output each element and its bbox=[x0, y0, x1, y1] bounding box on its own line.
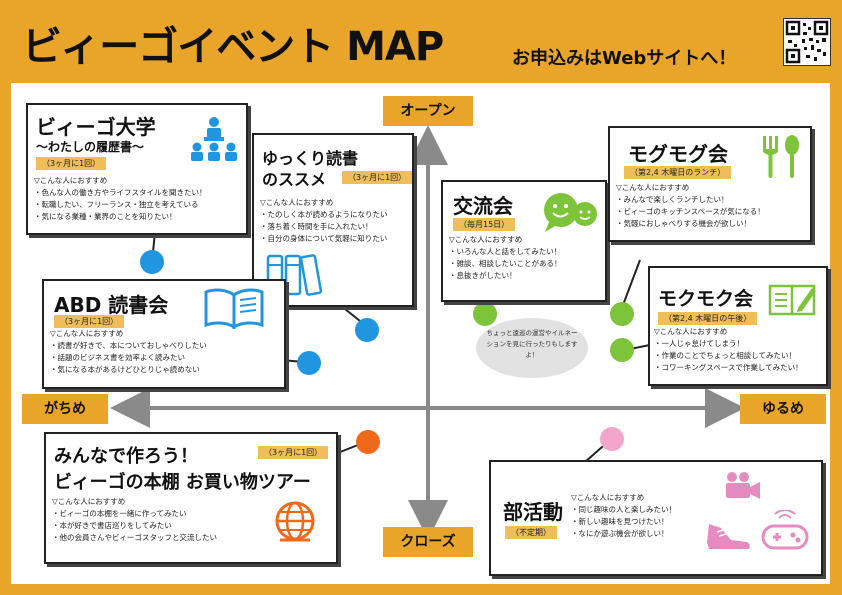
recommend-list: ▽こんな人におすすめ ・同じ趣味の人と楽しみたい！ ・新しい趣味を見つけたい！ … bbox=[571, 492, 676, 540]
notebook-pen-icon bbox=[768, 284, 816, 316]
axis-label-serious: がちめ bbox=[22, 394, 108, 424]
recommend-heading: ▽こんな人におすすめ bbox=[34, 176, 108, 185]
recommend-list: ▽こんな人におすすめ ・一人じゃ怠けてしまう！ ・作業のことでちょっと相談してみ… bbox=[654, 326, 803, 374]
event-name: モグモグ会 bbox=[628, 142, 728, 166]
event-card-mokumoku[interactable]: モクモク会 （第2,4 木曜日の午後） ▽こんな人におすすめ ・一人じゃ怠けてし… bbox=[648, 266, 828, 386]
frequency-badge: （3ヶ月に1回） bbox=[54, 315, 125, 328]
event-card-bukatsu[interactable]: 部活動 （不定期） ▽こんな人におすすめ ・同じ趣味の人と楽しみたい！ ・新しい… bbox=[489, 460, 823, 576]
dot-bukatsu[interactable] bbox=[600, 427, 624, 451]
dot-koryu[interactable] bbox=[473, 302, 497, 326]
recommend-item: ・作業のことでちょっと相談してみたい！ bbox=[654, 351, 797, 360]
event-card-koryu[interactable]: 交流会 （毎月15日） ▽こんな人におすすめ ・いろんな人と話をしてみたい！ ・… bbox=[441, 180, 607, 302]
globe-icon bbox=[275, 501, 315, 542]
event-name: 部活動 bbox=[503, 500, 563, 524]
recommend-item: ・新しい趣味を見つけたい！ bbox=[571, 517, 669, 526]
page-title: ビィーゴイベント MAP bbox=[22, 24, 444, 70]
event-card-yukkuri[interactable]: ゆっくり読書 のススメ （3ヶ月に1回） ▽こんな人におすすめ ・たのしく本が読… bbox=[252, 133, 414, 307]
event-name: みんなで作ろう！ bbox=[54, 446, 198, 467]
frequency-badge: （第2,4 木曜日のランチ） bbox=[624, 166, 732, 179]
recommend-item: ・ビィーゴのキッチンスペースが気になる！ bbox=[616, 207, 765, 216]
axis-label-closed: クローズ bbox=[383, 527, 473, 557]
frequency-badge: （3ヶ月に1回） bbox=[342, 171, 412, 184]
recommend-item: ・自分の身体について気軽に知りたい bbox=[260, 234, 388, 243]
dot-hondana[interactable] bbox=[356, 430, 380, 454]
chat-faces-icon bbox=[544, 193, 597, 232]
dot-abd[interactable] bbox=[297, 351, 321, 375]
axis-label-open: オープン bbox=[383, 96, 473, 126]
qr-code[interactable] bbox=[783, 18, 831, 66]
recommend-item: ・なにか遊ぶ機会が欲しい！ bbox=[571, 529, 669, 538]
sneaker-icon bbox=[707, 524, 750, 549]
recommend-item: ・一人じゃ怠けてしまう！ bbox=[654, 339, 744, 348]
dot-mogumogu[interactable] bbox=[610, 302, 634, 326]
recommend-item: ・話題のビジネス書を効率よく読みたい bbox=[50, 353, 185, 362]
event-name: ABD 読書会 bbox=[54, 293, 169, 317]
recommend-item: ・色んな人の働き方やライフスタイルを聞きたい！ bbox=[34, 188, 207, 197]
recommend-item: ・読書が好きで、本についておしゃべりしたい bbox=[50, 341, 207, 350]
event-name-line2: のススメ bbox=[262, 170, 327, 189]
recommend-item: ・落ち着く時間を手に入れたい！ bbox=[260, 222, 373, 231]
video-camera-icon bbox=[726, 472, 760, 499]
recommend-heading: ▽こんな人におすすめ bbox=[50, 329, 124, 338]
event-card-mogumogu[interactable]: モグモグ会 （第2,4 木曜日のランチ） ▽こんな人におすすめ ・みんなで楽しく… bbox=[608, 126, 812, 242]
recommend-heading: ▽こんな人におすすめ bbox=[52, 497, 126, 506]
recommend-heading: ▽こんな人におすすめ bbox=[571, 493, 645, 502]
frequency-badge: （3ヶ月に1回） bbox=[36, 157, 107, 170]
recommend-item: ・ビィーゴの本棚を一緒に作ってみたい bbox=[52, 509, 187, 518]
recommend-list: ▽こんな人におすすめ ・読書が好きで、本についておしゃべりしたい ・話題のビジネ… bbox=[50, 328, 207, 376]
signup-cta[interactable]: お申込みはWebサイトへ！ bbox=[512, 48, 737, 69]
books-icon bbox=[266, 254, 323, 296]
recommend-heading: ▽こんな人におすすめ bbox=[616, 183, 690, 192]
axis-label-casual: ゆるめ bbox=[740, 394, 826, 424]
dot-yukkuri[interactable] bbox=[355, 318, 379, 342]
event-name: ゆっくり読書 bbox=[262, 149, 359, 168]
note-bubble: ちょっと遠巡の運営やイルネーションを見に行ったりもしますよ！ bbox=[476, 318, 588, 378]
open-book-icon bbox=[204, 288, 264, 329]
recommend-heading: ▽こんな人におすすめ bbox=[449, 235, 523, 244]
fork-spoon-icon bbox=[763, 135, 799, 178]
recommend-item: ・コワーキングスペースで作業してみたい！ bbox=[654, 363, 803, 372]
recommend-item: ・たのしく本が読めるようになりたい bbox=[260, 210, 388, 219]
recommend-heading: ▽こんな人におすすめ bbox=[260, 198, 334, 207]
recommend-item: ・息抜きがしたい！ bbox=[449, 271, 517, 280]
frequency-badge: （毎月15日） bbox=[453, 218, 516, 231]
frequency-badge: （3ヶ月に1回） bbox=[258, 446, 329, 459]
lecture-icon bbox=[191, 117, 237, 161]
dot-mokumoku[interactable] bbox=[610, 338, 634, 362]
frequency-badge: （第2,4 木曜日の午後） bbox=[658, 312, 758, 325]
game-controller-icon bbox=[761, 510, 809, 550]
event-name: 交流会 bbox=[453, 194, 513, 218]
recommend-list: ▽こんな人におすすめ ・ビィーゴの本棚を一緒に作ってみたい ・本が好きで書店巡り… bbox=[52, 496, 217, 544]
event-name: ビィーゴ大学 bbox=[36, 115, 156, 139]
recommend-list: ▽こんな人におすすめ ・色んな人の働き方やライフスタイルを聞きたい！ ・転職した… bbox=[34, 175, 207, 223]
event-card-abd[interactable]: ABD 読書会 （3ヶ月に1回） ▽こんな人におすすめ ・読書が好きで、本につい… bbox=[42, 279, 286, 389]
event-subtitle: 〜わたしの履歴書〜 bbox=[36, 140, 145, 154]
event-name: モクモク会 bbox=[658, 288, 754, 310]
recommend-item: ・いろんな人と話をしてみたい！ bbox=[449, 247, 562, 256]
recommend-item: ・気になる業種・業界のことを知りたい！ bbox=[34, 212, 177, 221]
recommend-item: ・みんなで楽しくランチしたい！ bbox=[616, 195, 729, 204]
recommend-list: ▽こんな人におすすめ ・みんなで楽しくランチしたい！ ・ビィーゴのキッチンスペー… bbox=[616, 182, 765, 230]
recommend-item: ・本が好きで書店巡りをしてみたい bbox=[52, 521, 172, 530]
recommend-item: ・雑談、相談したいことがある！ bbox=[449, 259, 562, 268]
dot-daigaku[interactable] bbox=[140, 250, 164, 274]
recommend-list: ▽こんな人におすすめ ・いろんな人と話をしてみたい！ ・雑談、相談したいことがあ… bbox=[449, 234, 562, 282]
recommend-item: ・気になる本があるけどひとりじゃ読めない bbox=[50, 365, 200, 374]
recommend-item: ・他の会員さんやビィーゴスタッフと交流したい bbox=[52, 533, 217, 542]
recommend-item: ・同じ趣味の人と楽しみたい！ bbox=[571, 505, 676, 514]
recommend-heading: ▽こんな人におすすめ bbox=[654, 327, 728, 336]
frequency-badge: （不定期） bbox=[505, 526, 557, 539]
recommend-list: ▽こんな人におすすめ ・たのしく本が読めるようになりたい ・落ち着く時間を手に入… bbox=[260, 197, 388, 245]
event-card-daigaku[interactable]: ビィーゴ大学 〜わたしの履歴書〜 （3ヶ月に1回） ▽こんな人におすすめ ・色ん… bbox=[26, 103, 248, 235]
recommend-item: ・転職したい、フリーランス・独立を考えている bbox=[34, 200, 199, 209]
recommend-item: ・気軽におしゃべりする機会が欲しい！ bbox=[616, 219, 751, 228]
event-name-line2: ビィーゴの本棚 お買い物ツアー bbox=[54, 472, 311, 493]
event-card-hondana[interactable]: みんなで作ろう！ （3ヶ月に1回） ビィーゴの本棚 お買い物ツアー ▽こんな人に… bbox=[44, 432, 338, 564]
